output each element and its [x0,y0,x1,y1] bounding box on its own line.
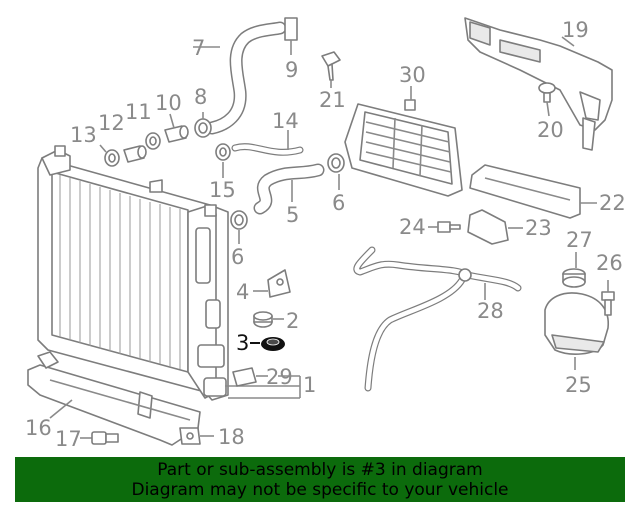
callout-15: 15 [209,178,236,202]
callout-3: 3 [236,331,249,355]
callout-18: 18 [218,425,245,449]
callout-27: 27 [566,228,593,252]
callout-14: 14 [272,109,299,133]
callout-28: 28 [477,299,504,323]
callout-26: 26 [596,251,623,275]
callout-21: 21 [319,88,346,112]
banner-line-2: Diagram may not be specific to your vehi… [131,480,509,500]
callout-7: 7 [192,36,205,60]
bolt-26 [601,280,615,316]
lower-hose [253,163,325,215]
callout-11: 11 [125,100,152,124]
callout-labels: 1 2 3 4 5 6 6 7 8 9 10 11 12 13 14 15 16… [25,18,626,451]
deflector-22 [469,164,597,219]
callout-25: 25 [565,373,592,397]
clamp-15 [215,143,231,178]
grommet-2 [253,311,284,328]
bracket-4 [253,269,291,298]
callout-6b: 6 [231,245,244,269]
callout-10: 10 [155,91,182,115]
upper-hose [193,17,298,135]
clamp-6-upper [327,153,345,190]
callout-20: 20 [537,118,564,142]
callout-29: 29 [266,365,293,389]
info-banner: Part or sub-assembly is #3 in diagram Di… [15,457,625,502]
callout-8: 8 [194,85,207,109]
callout-13: 13 [70,123,97,147]
callout-1: 1 [303,373,316,397]
callout-30: 30 [399,63,426,87]
fitting-12 [123,145,147,163]
radiator [37,145,301,401]
fitting-10 [164,113,189,143]
callout-19: 19 [562,18,589,42]
air-deflector [27,351,201,446]
insulator-3-highlighted[interactable] [250,337,285,351]
callout-5: 5 [286,203,299,227]
shutter-assembly [344,86,463,197]
callout-22: 22 [599,191,626,215]
callout-9: 9 [285,58,298,82]
bolt-21 [321,51,341,88]
bracket-23 [467,209,523,245]
banner-line-1: Part or sub-assembly is #3 in diagram [157,460,483,480]
clamp-13 [99,144,120,167]
sensor-29 [232,367,268,387]
reservoir-25 [544,292,609,370]
callout-16: 16 [25,416,52,440]
bolt-24 [428,221,461,233]
hose-14 [231,130,304,156]
callout-23: 23 [525,216,552,240]
callout-6a: 6 [332,191,345,215]
clip-20 [538,82,556,117]
clip-18 [179,427,214,445]
callout-24: 24 [399,215,426,239]
clamp-11 [145,132,161,150]
bolt-17 [80,431,119,445]
tie-bar-19 [464,17,613,151]
callout-12: 12 [98,111,125,135]
callout-17: 17 [55,427,82,451]
clamp-6-lower [230,210,248,244]
overflow-hose [353,246,522,392]
cap-27 [562,252,586,288]
clamp-8 [194,112,212,138]
callout-2: 2 [286,309,299,333]
callout-4: 4 [236,280,249,304]
